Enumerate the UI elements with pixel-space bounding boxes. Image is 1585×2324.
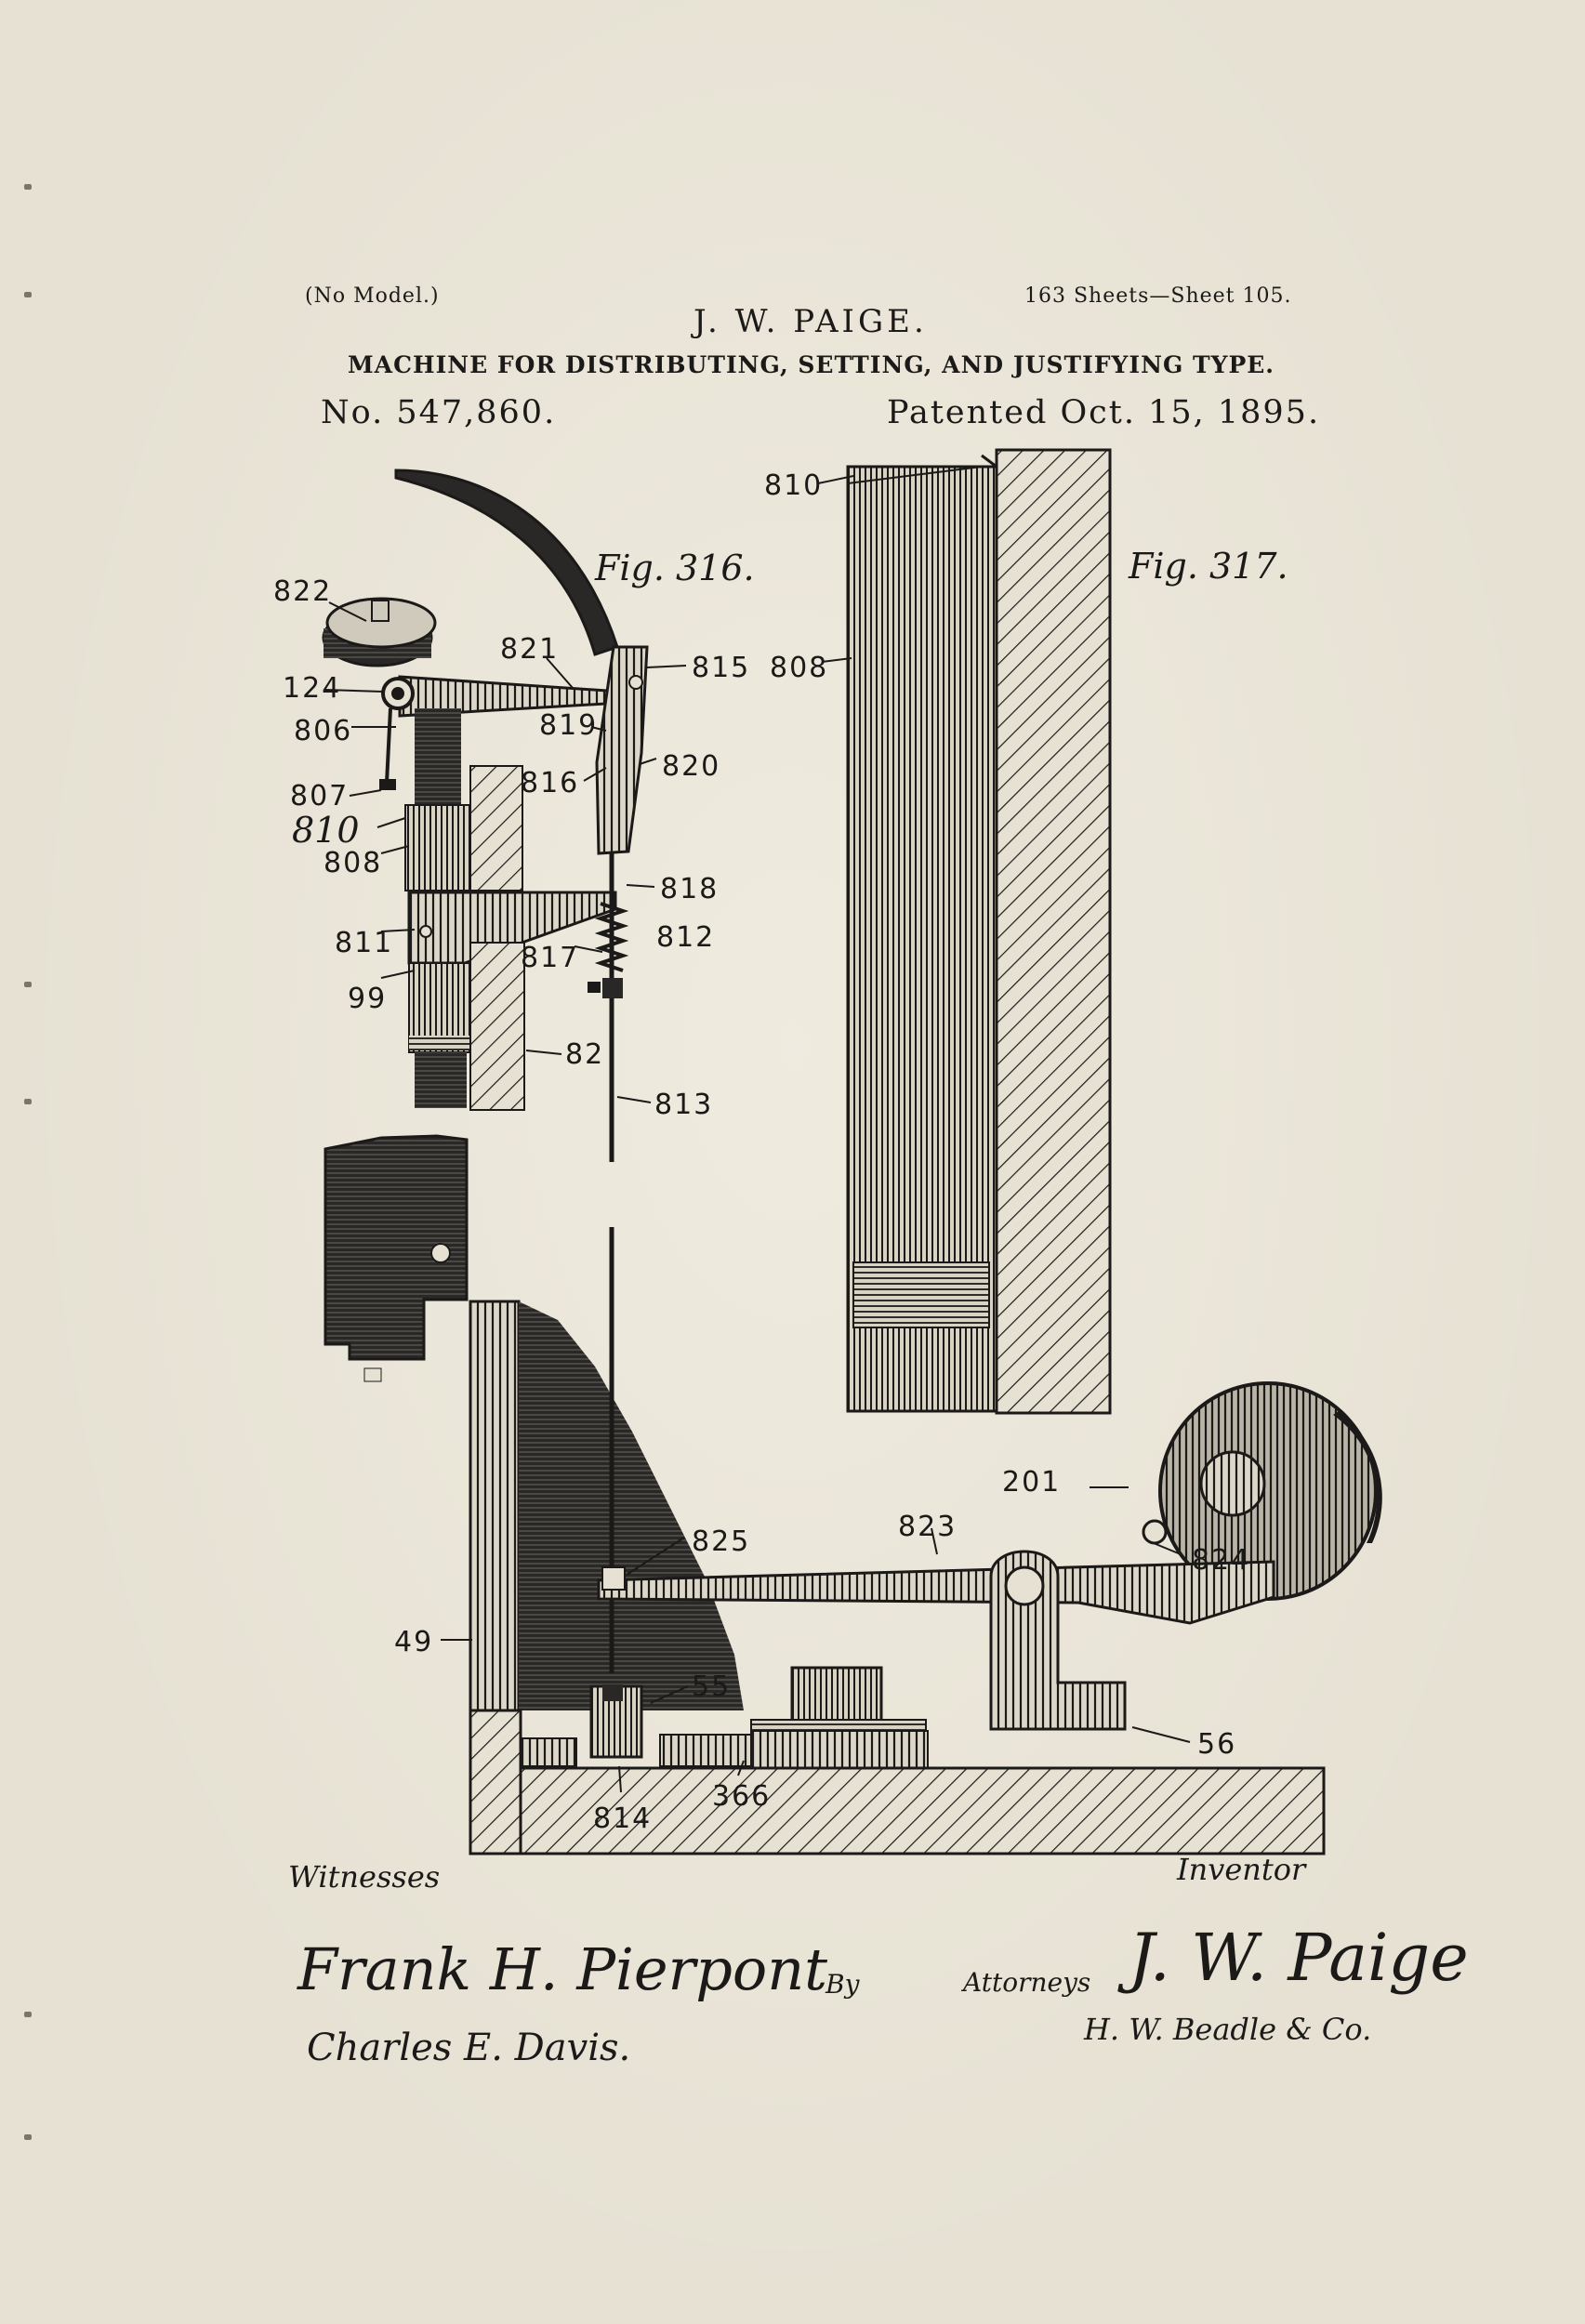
fig317-caption: Fig. 317. (1128, 546, 1288, 587)
label-814: 814 (593, 1802, 652, 1835)
label-810-fig317: 810 (764, 469, 823, 502)
attorney-signature: H. W. Beadle & Co. (1083, 2012, 1371, 2047)
by-label: By (825, 1969, 861, 2000)
attorneys-label: Attorneys (960, 1967, 1090, 1998)
label-82: 82 (565, 1038, 604, 1071)
label-818: 818 (660, 873, 719, 905)
label-817: 817 (521, 942, 579, 974)
label-810: 810 (292, 810, 360, 851)
fig317-wall-section (997, 450, 1110, 1413)
label-99: 99 (348, 983, 387, 1015)
label-815: 815 (692, 652, 750, 684)
label-56: 56 (1197, 1728, 1236, 1761)
label-824: 824 (1192, 1544, 1250, 1577)
witness-signature-2: Charles E. Davis. (307, 2027, 630, 2069)
column-808 (405, 805, 470, 891)
label-808: 808 (324, 847, 382, 879)
signature-block: Witnesses Frank H. Pierpont Charles E. D… (288, 1852, 1469, 2069)
frame-shadow (519, 1301, 744, 1710)
label-201: 201 (1002, 1466, 1061, 1499)
label-820: 820 (662, 750, 720, 783)
label-823: 823 (898, 1511, 957, 1543)
label-816: 816 (521, 767, 579, 799)
witnesses-label: Witnesses (288, 1859, 440, 1895)
label-813: 813 (654, 1089, 713, 1121)
fig316-caption: Fig. 316. (594, 548, 755, 588)
label-811: 811 (335, 927, 393, 959)
label-55: 55 (692, 1670, 731, 1703)
label-124: 124 (283, 672, 341, 705)
spring-812 (588, 853, 623, 999)
label-807: 807 (290, 780, 349, 812)
inventor-signature: J. W. Paige (1117, 1920, 1469, 1996)
fig-317 (848, 450, 1110, 1413)
label-806: 806 (294, 715, 352, 747)
witness-signature-1: Frank H. Pierpont (297, 1935, 827, 2003)
label-49: 49 (394, 1626, 433, 1658)
frame-49 (470, 1301, 519, 1710)
column-806 (415, 708, 461, 805)
fig317-type-lines (853, 1262, 989, 1327)
label-808-fig317: 808 (770, 652, 828, 684)
cylinder-366 (792, 1668, 881, 1723)
label-812: 812 (656, 921, 715, 954)
inventor-label: Inventor (1176, 1852, 1307, 1887)
label-819: 819 (539, 709, 598, 742)
label-822: 822 (273, 575, 332, 608)
label-821: 821 (500, 633, 559, 666)
label-825: 825 (692, 1525, 750, 1558)
label-366: 366 (712, 1780, 771, 1813)
